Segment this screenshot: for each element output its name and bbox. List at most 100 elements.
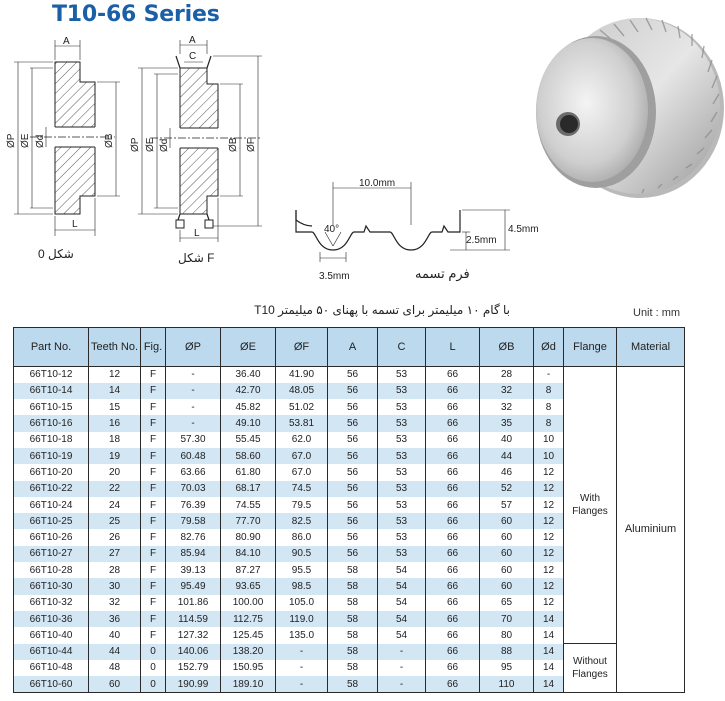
table-cell: 80.90 [220, 529, 276, 546]
table-cell: 62.0 [275, 431, 328, 448]
table-cell: 95 [479, 659, 534, 677]
column-header: L [425, 327, 480, 367]
table-cell: 53.81 [275, 415, 328, 432]
fig0-label: شکل 0 [38, 247, 74, 261]
table-cell: 54 [377, 594, 426, 611]
fig0-dim-b: ØB [104, 133, 115, 148]
table-cell: 82.5 [275, 513, 328, 530]
table-cell: 40 [479, 431, 534, 448]
table-cell: 66T10-14 [13, 382, 89, 400]
table-cell: 98.5 [275, 578, 328, 595]
table-cell: 56 [327, 545, 378, 563]
table-cell: 77.70 [220, 513, 276, 530]
table-cell: 15 [88, 399, 141, 416]
fig0-dim-d: Ød [35, 135, 46, 148]
table-cell: - [533, 365, 564, 383]
table-cell: 26 [88, 529, 141, 546]
table-cell: F [140, 610, 166, 628]
table-cell: 67.0 [275, 447, 328, 465]
table-cell: 119.0 [275, 610, 328, 628]
table-cell: 88 [479, 643, 534, 660]
table-cell: 12 [88, 365, 141, 383]
table-cell: 80 [479, 627, 534, 644]
table-cell: 66 [425, 399, 480, 416]
table-cell: 66 [425, 415, 480, 432]
table-cell: 100.00 [220, 594, 276, 611]
table-cell: 24 [88, 496, 141, 514]
table-cell: 66T10-30 [13, 578, 89, 595]
belt-profile-drawing [295, 210, 461, 251]
column-header: Flange [563, 327, 617, 367]
table-cell: 51.02 [275, 399, 328, 416]
table-cell: 114.59 [165, 610, 221, 628]
table-cell: 58 [327, 562, 378, 579]
table-cell: 74.55 [220, 496, 276, 514]
table-cell: 58 [327, 676, 378, 693]
table-cell: 84.10 [220, 545, 276, 563]
table-cell: 56 [327, 480, 378, 497]
table-cell: 18 [88, 431, 141, 448]
table-cell: 46 [479, 464, 534, 481]
table-cell: 55.45 [220, 431, 276, 448]
table-cell: 58 [327, 578, 378, 595]
table-cell: 66 [425, 643, 480, 660]
table-cell: 66 [425, 382, 480, 400]
table-cell: 14 [533, 643, 564, 660]
table-cell: 66 [425, 578, 480, 595]
table-cell: 61.80 [220, 464, 276, 481]
table-cell: F [140, 578, 166, 595]
figf-dim-l: L [194, 228, 200, 239]
table-cell: 44 [88, 643, 141, 660]
table-cell: 54 [377, 562, 426, 579]
table-cell: F [140, 627, 166, 644]
table-cell: 20 [88, 464, 141, 481]
table-cell: 66 [425, 464, 480, 481]
belt-tooth-width: 3.5mm [319, 271, 350, 282]
table-cell: 12 [533, 594, 564, 611]
table-cell: 66T10-27 [13, 545, 89, 563]
table-cell: F [140, 365, 166, 383]
figf-dim-p: ØP [130, 137, 141, 152]
table-cell: 40 [88, 627, 141, 644]
table-cell: 10 [533, 447, 564, 465]
table-cell: - [165, 415, 221, 432]
table-cell: F [140, 545, 166, 563]
table-cell: 53 [377, 480, 426, 497]
table-cell: 87.27 [220, 562, 276, 579]
table-cell: 152.79 [165, 659, 221, 677]
table-cell: 52 [479, 480, 534, 497]
table-cell: 14 [533, 676, 564, 693]
figf-dim-f: ØF [246, 138, 257, 152]
table-cell: 66 [425, 594, 480, 611]
table-cell: 65 [479, 594, 534, 611]
table-cell: 66T10-26 [13, 529, 89, 546]
table-cell: F [140, 464, 166, 481]
table-cell: 0 [140, 643, 166, 660]
table-cell: 58 [327, 610, 378, 628]
table-cell: 35 [479, 415, 534, 432]
table-cell: 60 [479, 578, 534, 595]
table-cell: 66T10-48 [13, 659, 89, 677]
belt-angle: 40° [324, 224, 339, 235]
table-cell: 39.13 [165, 562, 221, 579]
table-cell: 66T10-15 [13, 399, 89, 416]
table-cell: 125.45 [220, 627, 276, 644]
table-cell: 66 [425, 480, 480, 497]
table-cell: 66T10-18 [13, 431, 89, 448]
table-cell: 66 [425, 659, 480, 677]
table-cell: - [377, 676, 426, 693]
table-cell: F [140, 480, 166, 497]
figf-dim-a: A [189, 35, 196, 46]
table-cell: 66 [425, 431, 480, 448]
table-cell: - [275, 676, 328, 693]
fig0-dim-e: ØE [20, 133, 31, 148]
table-cell: 101.86 [165, 594, 221, 611]
table-cell: 54 [377, 578, 426, 595]
